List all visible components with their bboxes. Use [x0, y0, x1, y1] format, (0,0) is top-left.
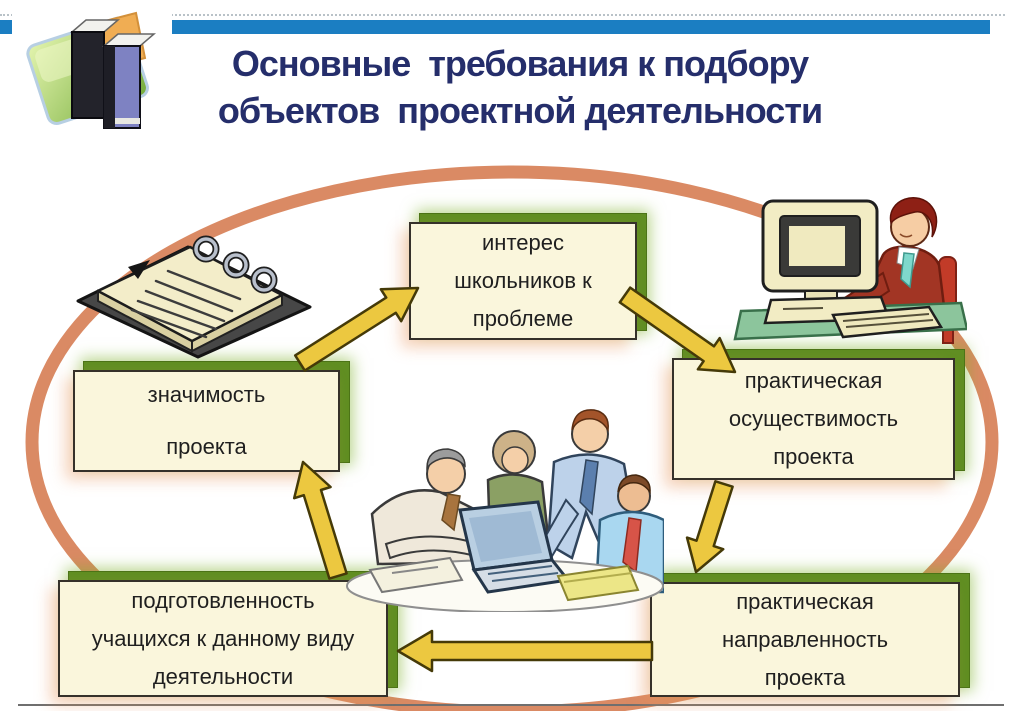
arrow-readiness-to-significance [292, 460, 348, 580]
page-title: Основные требования к подбору объектов п… [140, 40, 900, 134]
title-accent-bar [0, 20, 990, 34]
node-label-line: практическая [736, 588, 874, 614]
top-dotted-rule [0, 14, 1005, 16]
node-label-line: подготовленность [131, 587, 315, 613]
node-label-line: направленность [721, 626, 889, 652]
node-label-line: проблеме [472, 306, 574, 331]
node-label-line: интерес [482, 230, 564, 255]
arrow-significance-to-interest [293, 286, 420, 372]
page-title-line1: Основные требования к подбору [231, 43, 809, 84]
node-readiness-face: подготовленность учащихся к данному виду… [58, 580, 388, 697]
person-at-computer-illustration [733, 197, 967, 344]
node-readiness: подготовленность учащихся к данному виду… [58, 571, 398, 697]
node-practical-orientation: практическая направленность проекта [650, 573, 970, 697]
arrow-orientation-to-readiness [396, 629, 654, 673]
person-at-computer-clipart [733, 177, 967, 347]
spiral-notebook-illustration [76, 235, 312, 359]
node-label-line: учащихся к данному виду [91, 625, 355, 651]
bottom-rule [18, 704, 1004, 706]
node-significance-face: значимость проекта [73, 370, 340, 472]
node-interest: интерес школьников к проблеме [409, 213, 647, 340]
node-label-line: практическая [744, 368, 883, 393]
node-label-line: школьников к [454, 268, 592, 293]
node-label-line: проекта [166, 434, 247, 459]
node-label-line: осуществимость [728, 406, 899, 431]
arrow-feasibility-to-orientation [685, 480, 734, 574]
node-label-line: деятельности [152, 663, 294, 689]
node-significance: значимость проекта [73, 361, 350, 472]
node-practical-orientation-face: практическая направленность проекта [650, 582, 960, 697]
node-label-line: проекта [764, 664, 846, 690]
page-title-line2: объектов проектной деятельности [217, 90, 823, 131]
node-feasibility-face: практическая осуществимость проекта [672, 358, 955, 480]
spiral-notebook-clipart [72, 227, 316, 359]
node-label-line: значимость [147, 382, 266, 407]
node-label-line: проекта [773, 444, 854, 469]
node-interest-face: интерес школьников к проблеме [409, 222, 637, 340]
node-feasibility: практическая осуществимость проекта [672, 349, 965, 480]
